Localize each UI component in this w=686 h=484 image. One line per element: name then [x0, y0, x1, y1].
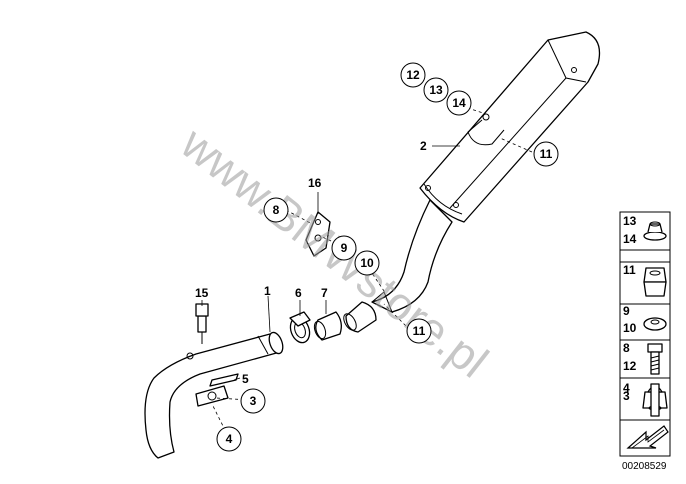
callout-label: 3 — [250, 394, 257, 408]
callout-label: 16 — [308, 176, 322, 190]
callout-label: 4 — [226, 432, 233, 446]
callout-1: 1 — [264, 284, 271, 298]
callout-label: 13 — [429, 83, 443, 97]
callout-label: 10 — [360, 256, 374, 270]
callout-3: 3 — [240, 388, 266, 414]
callout-9: 9 — [331, 235, 357, 261]
callout-4: 4 — [216, 426, 242, 452]
callout-11-joint: 11 — [406, 318, 432, 344]
callout-label: 8 — [273, 203, 280, 217]
legend-label: 13 — [623, 214, 637, 228]
legend-row-bolt: 8 12 — [623, 341, 663, 375]
callout-7: 7 — [321, 286, 328, 300]
callout-12: 12 — [400, 62, 426, 88]
gasket — [209, 373, 239, 387]
legend-row-washer: 9 10 — [623, 304, 667, 335]
callout-8: 8 — [263, 197, 289, 223]
header-pipe — [144, 331, 284, 459]
hex-nut-icon — [643, 267, 667, 297]
callout-label: 14 — [452, 96, 466, 110]
legend-label: 11 — [623, 263, 636, 277]
callout-16: 16 — [308, 176, 322, 190]
pipe-clamp — [289, 311, 311, 344]
direction-arrow-icon — [626, 425, 669, 449]
callout-label: 6 — [295, 286, 302, 300]
callout-label: 1 — [264, 284, 271, 298]
parts-legend: 13 14 11 9 10 — [619, 211, 671, 457]
callout-label: 2 — [420, 139, 427, 153]
legend-label: 10 — [623, 321, 637, 335]
legend-label: 3 — [623, 389, 630, 403]
callout-15: 15 — [195, 286, 209, 300]
callout-14: 14 — [446, 90, 472, 116]
callout-label: 12 — [406, 68, 420, 82]
callout-6: 6 — [295, 286, 302, 300]
callout-13: 13 — [423, 77, 449, 103]
callout-10: 10 — [354, 250, 380, 276]
legend-label: 9 — [623, 304, 630, 318]
legend-label: 4 — [623, 381, 630, 395]
joint-pipe — [343, 301, 377, 333]
callout-label: 7 — [321, 286, 328, 300]
callout-5: 5 — [242, 372, 249, 386]
legend-row-stud: 3 — [623, 383, 660, 417]
callout-label: 11 — [540, 147, 553, 161]
washer-icon — [643, 317, 667, 331]
diagram-number: 00208529 — [622, 461, 667, 472]
exhaust-flange — [195, 385, 229, 407]
connector-sleeve — [313, 311, 342, 341]
rubber-grommet-icon — [643, 221, 667, 241]
stud-bolt-icon — [650, 383, 660, 417]
callout-label: 11 — [413, 324, 426, 338]
callout-label: 5 — [242, 372, 249, 386]
legend-label: 14 — [623, 232, 637, 246]
mounting-bracket — [305, 211, 331, 257]
legend-row-grommet: 13 14 — [623, 214, 667, 246]
callout-2: 2 — [420, 139, 427, 153]
callout-label: 15 — [195, 286, 209, 300]
legend-label: 12 — [623, 359, 637, 373]
callout-11-silencer: 11 — [533, 141, 559, 167]
legend-row-nut: 11 — [623, 263, 667, 297]
hex-bolt-icon — [647, 343, 663, 375]
silencer — [419, 31, 601, 223]
legend-label: 8 — [623, 341, 630, 355]
oxygen-sensor — [186, 303, 209, 360]
callout-label: 9 — [341, 241, 348, 255]
